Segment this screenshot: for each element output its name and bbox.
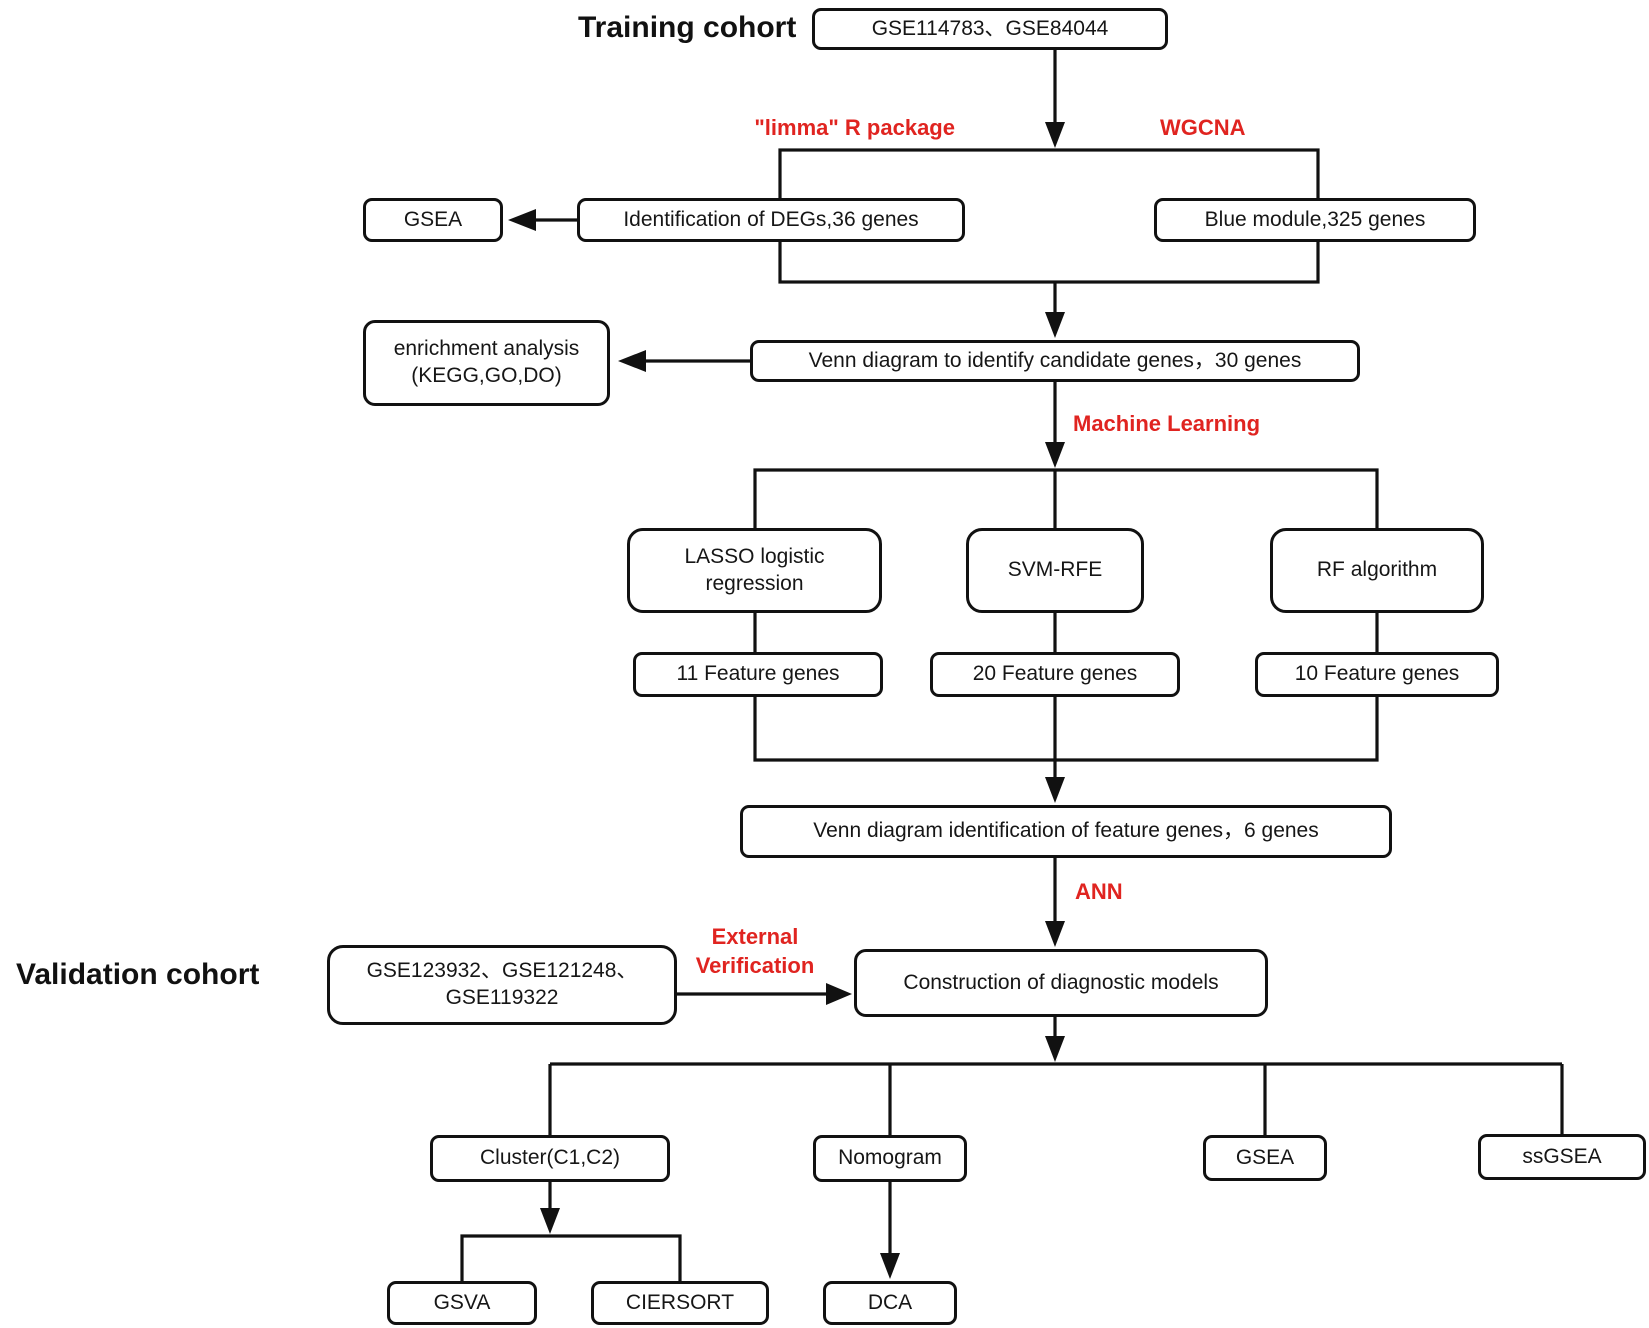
node-venn-feature: Venn diagram identification of feature g… — [740, 805, 1392, 858]
external-verification-line2: Verification — [695, 952, 815, 978]
node-svm-rfe: SVM-RFE — [966, 528, 1144, 613]
arrow-training-to-split — [1045, 50, 1065, 148]
node-gsea-bottom: GSEA — [1203, 1135, 1327, 1181]
arrow-venn-to-enrichment — [618, 350, 750, 372]
feature-merge-frame — [753, 697, 1379, 762]
lasso-line2: regression — [705, 571, 804, 595]
node-ciersort: CIERSORT — [591, 1281, 769, 1325]
ml-to-feature-lines — [753, 613, 1379, 654]
validation-datasets-line2: GSE119322 — [445, 986, 559, 1009]
node-validation-datasets: GSE123932、GSE121248、 GSE119322 — [327, 945, 677, 1025]
node-nomogram: Nomogram — [813, 1135, 967, 1182]
node-lasso-features: 11 Feature genes — [633, 652, 883, 697]
enrichment-line2: (KEGG,GO,DO) — [411, 364, 562, 387]
node-training-datasets: GSE114783、GSE84044 — [812, 8, 1168, 50]
node-enrichment-analysis: enrichment analysis (KEGG,GO,DO) — [363, 320, 610, 406]
arrow-construction-to-bottom-bar — [1045, 1017, 1065, 1062]
arrow-nomogram-to-dca — [880, 1182, 900, 1279]
arrow-cluster-split — [460, 1182, 682, 1283]
arrow-venn-feature-to-construction — [1045, 858, 1065, 947]
node-construction: Construction of diagnostic models — [854, 949, 1268, 1017]
machine-learning-label: Machine Learning — [1073, 411, 1261, 436]
arrow-external-verification — [677, 983, 852, 1005]
node-degs: Identification of DEGs,36 genes — [577, 198, 965, 242]
validation-datasets-line1: GSE123932、GSE121248、 — [366, 959, 638, 983]
ann-label: ANN — [1075, 879, 1123, 904]
bottom-split-frame — [548, 1062, 1564, 1137]
arrow-venn-to-ml — [1045, 382, 1065, 468]
node-dca: DCA — [823, 1281, 957, 1325]
external-verification-label: External Verification — [688, 923, 822, 980]
lasso-line1: LASSO logistic — [684, 544, 825, 568]
node-rf-features: 10 Feature genes — [1255, 652, 1499, 697]
node-blue-module: Blue module,325 genes — [1154, 198, 1476, 242]
arrow-degs-to-gsea — [508, 209, 577, 231]
arrow-merge-to-venn-feature — [1045, 760, 1065, 803]
wgcna-label: WGCNA — [1160, 115, 1246, 140]
enrichment-line1: enrichment analysis — [393, 337, 580, 361]
node-ssgsea: ssGSEA — [1478, 1134, 1646, 1180]
validation-cohort-label: Validation cohort — [16, 958, 260, 991]
training-cohort-label: Training cohort — [578, 11, 797, 44]
ml-split-frame — [753, 468, 1379, 528]
node-gsva: GSVA — [387, 1281, 537, 1325]
limma-label: "limma" R package — [754, 115, 955, 140]
node-svm-features: 20 Feature genes — [930, 652, 1180, 697]
external-verification-line1: External — [711, 924, 799, 949]
node-rf-algorithm: RF algorithm — [1270, 528, 1484, 613]
node-lasso: LASSO logistic regression — [627, 528, 882, 613]
arrow-merge-to-venn-candidate — [1045, 282, 1065, 338]
node-gsea-top: GSEA — [363, 198, 503, 242]
node-venn-candidate: Venn diagram to identify candidate genes… — [750, 340, 1360, 382]
node-cluster: Cluster(C1,C2) — [430, 1135, 670, 1182]
